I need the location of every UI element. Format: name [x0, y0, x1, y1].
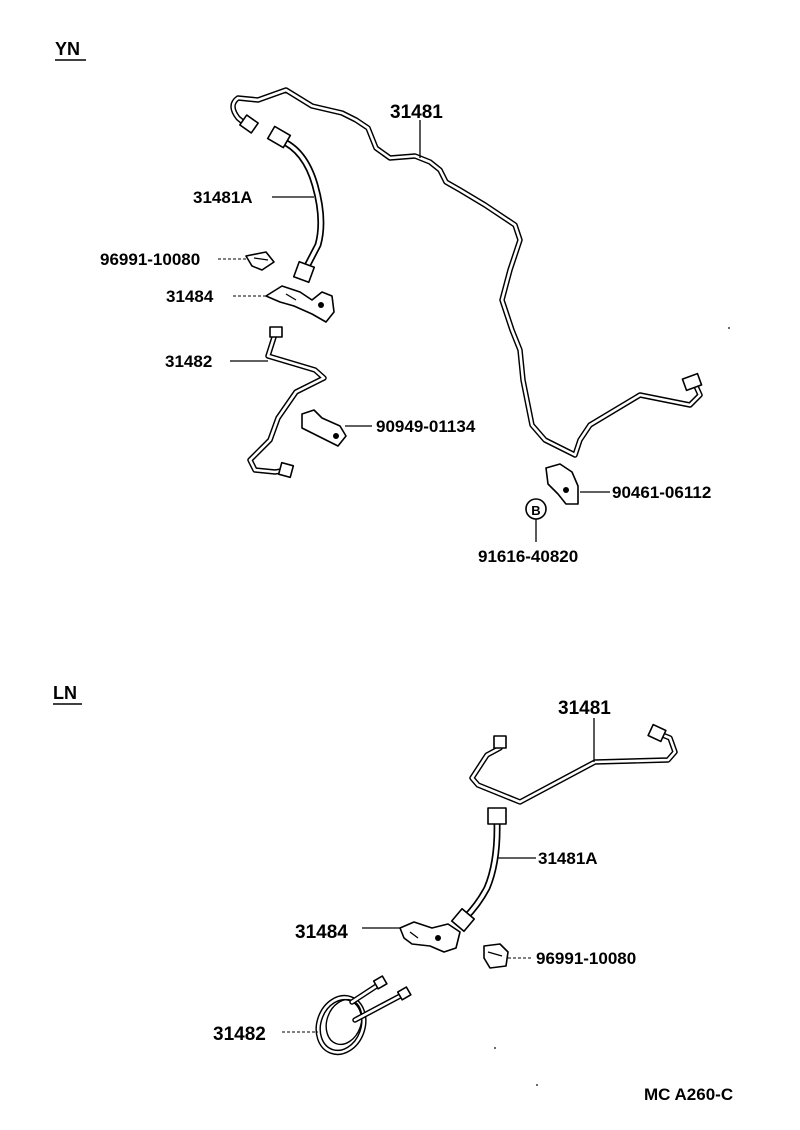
tube-31481-top	[230, 87, 703, 458]
tube-31482-fitting-lower	[277, 461, 295, 479]
section-ln: LN 31481 31481A 31484	[53, 683, 678, 1086]
tube-31482-coil	[315, 975, 412, 1056]
clip-96991-bottom	[483, 943, 509, 969]
tube-fitting-left	[239, 114, 259, 134]
label-31481a-bottom: 31481A	[538, 849, 598, 868]
section-yn: YN 31481 31481A 96991-10080	[55, 39, 730, 566]
tube-31482-fitting-upper	[269, 326, 283, 338]
label-90949-top: 90949-01134	[376, 417, 476, 436]
tube-fitting-bottom-left	[493, 735, 507, 749]
tube-31481-bottom	[469, 723, 678, 805]
tube-fitting-bottom-right	[647, 723, 667, 743]
tube-31482-top	[247, 326, 327, 479]
tube-fitting-right	[681, 372, 703, 392]
clip-90461-top	[545, 463, 579, 505]
hose-fitting-lower	[292, 260, 316, 284]
hose-fitting-upper	[266, 125, 292, 149]
label-31481-bottom: 31481	[558, 698, 611, 719]
coil-fitting-b	[396, 986, 412, 1001]
label-31484-top: 31484	[166, 287, 214, 306]
label-31481a-top: 31481A	[193, 188, 253, 207]
hose-31481a-top	[266, 125, 325, 284]
bolt-marker-b: B	[525, 498, 547, 520]
bracket-31484-bottom	[399, 921, 461, 953]
diagram-code: MC A260-C	[644, 1085, 733, 1104]
hose-fitting-bottom-lower	[450, 907, 476, 933]
bolt-marker-letter: B	[531, 503, 540, 518]
label-96991-top: 96991-10080	[100, 250, 200, 269]
label-96991-bottom: 96991-10080	[536, 949, 636, 968]
label-31484-bottom: 31484	[295, 922, 348, 943]
coil-fitting-a	[372, 975, 388, 990]
label-90461-top: 90461-06112	[612, 483, 711, 502]
bracket-hole	[318, 302, 324, 308]
clip-96991-top	[245, 251, 275, 271]
section-label-ln: LN	[53, 683, 77, 703]
label-31481-top: 31481	[390, 102, 443, 123]
clamp-90949-top	[301, 409, 347, 447]
label-31482-bottom: 31482	[213, 1024, 266, 1045]
hose-31481a-bottom	[450, 807, 507, 933]
hose-fitting-bottom-upper	[487, 807, 507, 825]
label-31482-top: 31482	[165, 352, 212, 371]
bracket-31484-top	[265, 285, 335, 323]
section-label-yn: YN	[55, 39, 80, 59]
label-91616-top: 91616-40820	[478, 547, 578, 566]
